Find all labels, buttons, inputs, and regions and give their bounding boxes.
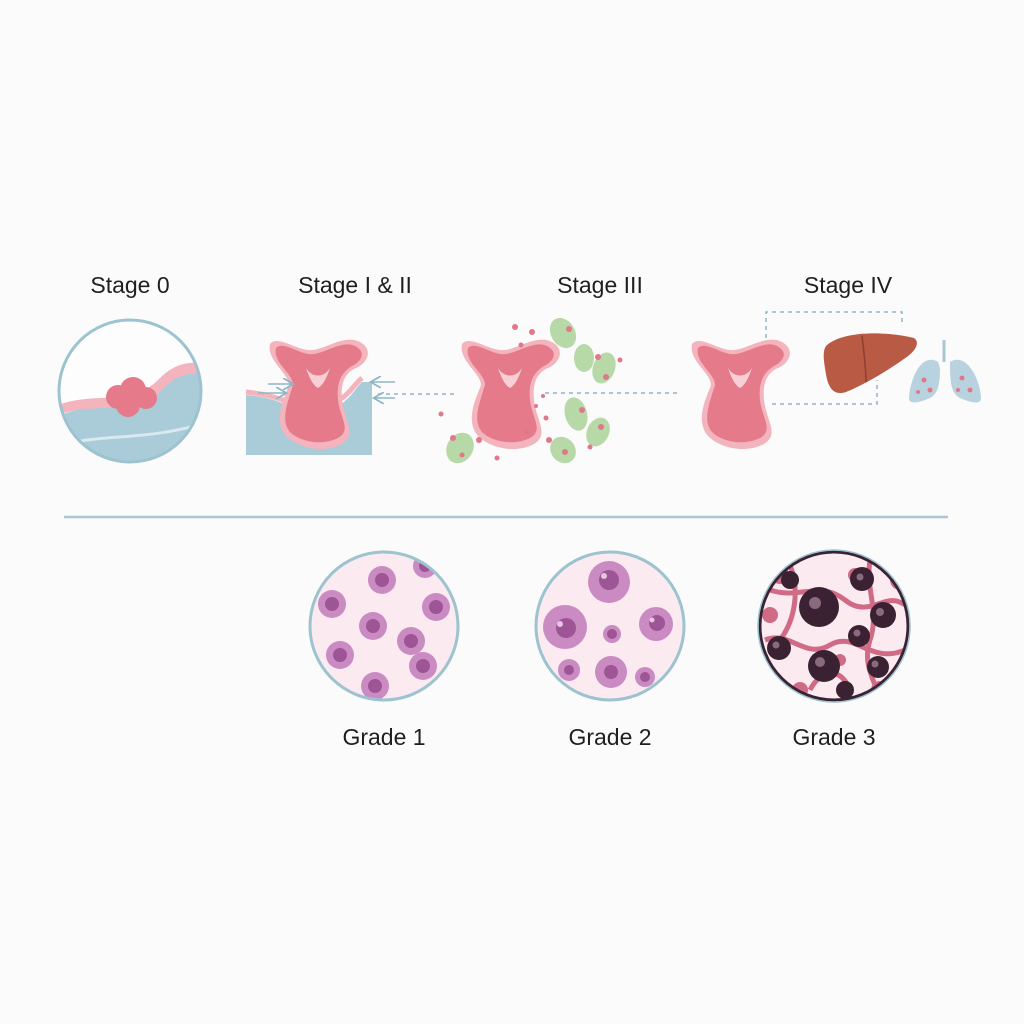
tumor-cell-dots bbox=[438, 324, 623, 461]
grade-2-label: Grade 2 bbox=[568, 724, 652, 750]
stage-4-illustration bbox=[691, 311, 981, 450]
lymph-nodes bbox=[446, 317, 616, 464]
stage-0-label: Stage 0 bbox=[90, 272, 170, 298]
grade-1-illustration bbox=[308, 550, 460, 702]
stage-1-2-label: Stage I & II bbox=[298, 272, 412, 298]
liver-icon bbox=[823, 333, 917, 394]
organ-tumor bbox=[269, 339, 368, 450]
grade-3-label: Grade 3 bbox=[792, 724, 876, 750]
stage-1-2-illustration bbox=[245, 339, 455, 455]
in-situ-tumor bbox=[106, 377, 157, 417]
stage-4-label: Stage IV bbox=[803, 272, 893, 298]
lungs-icon bbox=[909, 340, 981, 403]
stage-3-label: Stage III bbox=[557, 272, 643, 298]
grade-2-illustration bbox=[534, 550, 686, 702]
stage-3-illustration bbox=[438, 317, 680, 464]
grade-1-label: Grade 1 bbox=[342, 724, 426, 750]
stage-0-illustration bbox=[57, 318, 203, 464]
grade-3-illustration bbox=[757, 549, 911, 703]
